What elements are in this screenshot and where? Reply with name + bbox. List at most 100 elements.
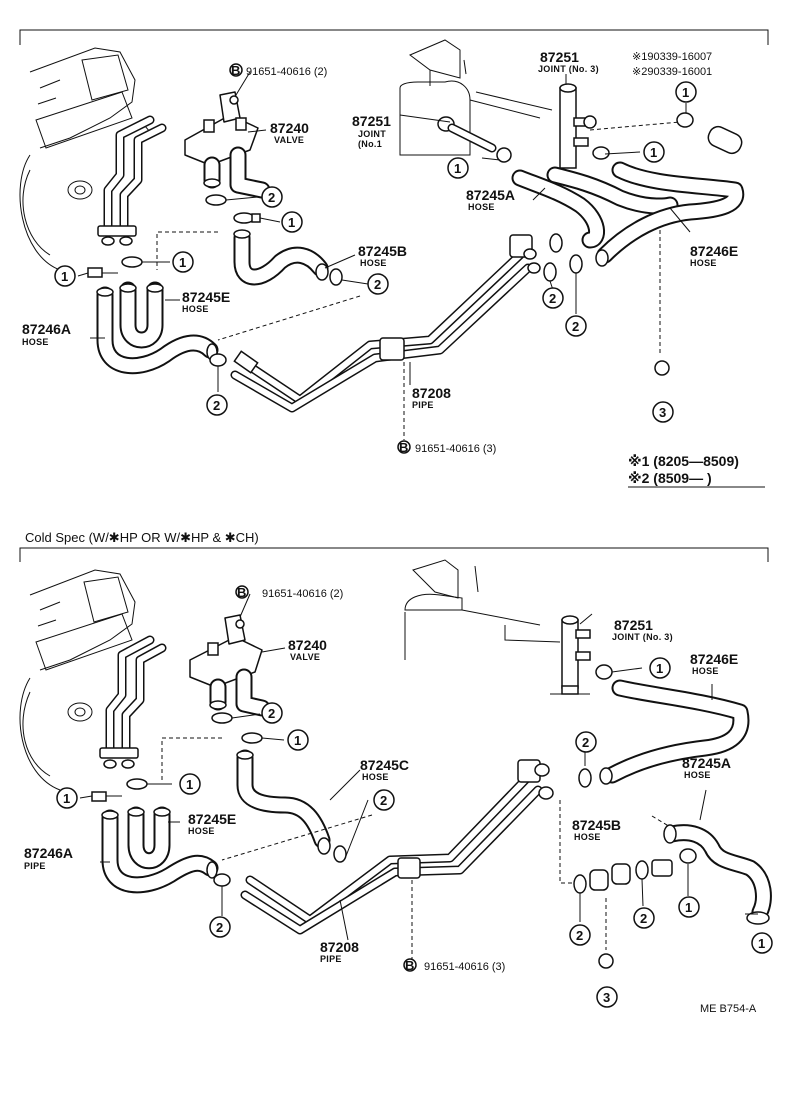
label-hose-a-name-bottom: HOSE: [684, 770, 711, 780]
bottom-callouts: 1 2 2 1 1 1 2 2 2 2 1 1 3: [56, 657, 773, 1008]
hose-87245c: [236, 749, 369, 863]
hose-87246a: [96, 286, 227, 392]
top-dashed-leaders: [156, 121, 681, 355]
bolt-callout-b2: [403, 958, 417, 972]
bolt-callout-b2-letter: B: [405, 958, 414, 973]
joint-no3: [559, 83, 641, 169]
label-bolt-top: 91651-40616 (2): [246, 66, 327, 78]
svg-text:1: 1: [63, 791, 70, 806]
top-labels: B 91651-40616 (2) 87240 VALVE 87251 JOIN…: [22, 49, 765, 488]
bottom-labels: B 91651-40616 (2) 87240 VALVE 87251 JOIN…: [24, 585, 738, 973]
label-pipe-no: 87208: [412, 385, 451, 401]
hose-87245a-bottom: [663, 824, 772, 925]
label-hose-c-no: 87245C: [360, 757, 409, 773]
label-valve-name: VALVE: [274, 135, 304, 145]
label-joint1-sub: (No.1: [358, 139, 382, 149]
engine-outline-bottom: [19, 569, 136, 791]
svg-text:2: 2: [268, 706, 275, 721]
bottom-frame: [19, 547, 769, 562]
bottom-section: B 91651-40616 (2) 87240 VALVE 87251 JOIN…: [19, 547, 773, 1015]
label-hose-b-name-bottom: HOSE: [574, 832, 601, 842]
label-pipe-a-name-bottom: PIPE: [24, 861, 46, 871]
hose-87245e: [77, 256, 170, 349]
water-valve-bottom: [189, 614, 285, 744]
label-hose-a-name: HOSE: [468, 202, 495, 212]
svg-text:3: 3: [659, 405, 666, 420]
hose-87246e-bottom: [599, 679, 750, 785]
valve-clamps: [205, 194, 281, 224]
label-valve-no: 87240: [270, 120, 309, 136]
bolt-callout-b1-letter: B: [237, 585, 246, 600]
label-alt1: ※190339-16007: [632, 51, 712, 63]
label-pipe-name: PIPE: [412, 400, 434, 410]
note-range-2: ※2 (8509— ): [628, 470, 712, 486]
heater-core-pipes: [97, 115, 167, 246]
svg-text:2: 2: [576, 928, 583, 943]
svg-text:2: 2: [374, 277, 381, 292]
label-hose-e-right-name: HOSE: [690, 258, 717, 268]
svg-text:1: 1: [656, 661, 663, 676]
label-hose-e-right-name-bottom: HOSE: [692, 666, 719, 676]
hose-87246e: [595, 161, 745, 267]
top-callouts: 1 1 1 2 1 1 1 2 2 2 2 3: [54, 81, 697, 423]
svg-text:2: 2: [213, 398, 220, 413]
pipe-87208: [230, 234, 541, 440]
label-hose-e-name-bottom: HOSE: [188, 826, 215, 836]
pipe-end-clamps-bottom: [578, 752, 592, 788]
svg-text:1: 1: [758, 936, 765, 951]
svg-text:1: 1: [186, 777, 193, 792]
figure-code: ME B754-A: [700, 1003, 757, 1015]
label-hose-c-name: HOSE: [362, 772, 389, 782]
bolt-callout-letter: B: [231, 63, 240, 78]
svg-text:1: 1: [650, 145, 657, 160]
label-bolt-top-bottom: 91651-40616 (2): [262, 588, 343, 600]
label-pipe-a-no-bottom: 87246A: [24, 845, 73, 861]
hose-87245b: [233, 229, 369, 286]
cold-spec-title: Cold Spec (W/✱HP OR W/✱HP & ✱CH): [25, 530, 259, 545]
joint-no3-bottom: [550, 615, 643, 695]
bolt-callout: [229, 63, 243, 77]
svg-text:2: 2: [582, 735, 589, 750]
label-hose-b-name: HOSE: [360, 258, 387, 268]
heater-core-pipes-bottom: [99, 635, 167, 769]
joint-no1: [447, 123, 512, 163]
svg-text:2: 2: [640, 911, 647, 926]
label-joint3-no-bottom: 87251: [614, 617, 653, 633]
svg-text:2: 2: [216, 920, 223, 935]
label-joint1-name: JOINT: [358, 129, 386, 139]
alt-joint: [676, 103, 743, 155]
bolt-callout-bottom: [397, 440, 411, 454]
label-hose-e-right-no-bottom: 87246E: [690, 651, 738, 667]
label-joint3-name: JOINT (No. 3): [538, 64, 599, 74]
svg-text:2: 2: [268, 190, 275, 205]
top-leaders: [90, 71, 691, 385]
svg-text:1: 1: [685, 900, 692, 915]
label-hose-e-name: HOSE: [182, 304, 209, 314]
label-valve-name-bottom: VALVE: [290, 652, 320, 662]
label-bolt-bottom: 91651-40616 (3): [415, 443, 496, 455]
top-frame: [19, 29, 769, 45]
label-pipe-no-bottom: 87208: [320, 939, 359, 955]
hose-87245e-bottom: [79, 778, 172, 870]
svg-text:2: 2: [549, 291, 556, 306]
label-hose-a-no-bottom: 87245A: [682, 755, 731, 771]
label-valve-no-bottom: 87240: [288, 637, 327, 653]
label-alt2: ※290339-16001: [632, 66, 712, 78]
bottom-leaders: [100, 593, 713, 941]
label-joint3-name-bottom: JOINT (No. 3): [612, 632, 673, 642]
svg-text:1: 1: [454, 161, 461, 176]
note-range-1: ※1 (8205—8509): [628, 453, 739, 469]
svg-text:2: 2: [572, 319, 579, 334]
hose-87245b-joiners: [573, 848, 697, 922]
svg-text:3: 3: [603, 990, 610, 1005]
intake-duct-bottom: [404, 559, 561, 660]
svg-text:1: 1: [179, 255, 186, 270]
svg-text:1: 1: [61, 269, 68, 284]
label-hose-b-no-bottom: 87245B: [572, 817, 621, 833]
pipe-87246a-bottom: [101, 809, 231, 916]
label-hose-e-no: 87245E: [182, 289, 230, 305]
label-pipe-name-bottom: PIPE: [320, 954, 342, 964]
label-joint3-no: 87251: [540, 49, 579, 65]
bolt-callout-bottom-letter: B: [399, 440, 408, 455]
